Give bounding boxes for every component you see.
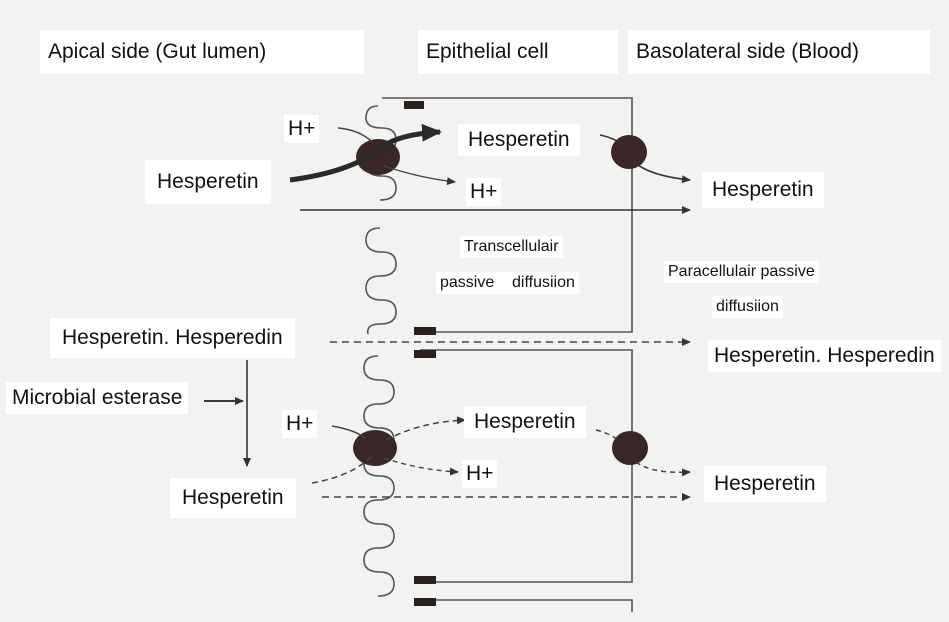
apical-transporter-bottom [353,430,397,466]
h-plus-entry-arrow-top [338,128,372,142]
label-hesperetin-hesperedin-blood: Hesperetin. Hesperedin [708,340,941,372]
label-hesperetin-cell-bottom: Hesperetin [464,406,586,438]
header-basolateral-side: Basolateral side (Blood) [628,30,930,74]
label-microbial-esterase: Microbial esterase [6,382,188,414]
tight-junction-1 [404,101,424,109]
label-hesperetin-hesperedin-lumen: Hesperetin. Hesperedin [50,318,295,358]
label-h-plus-top-inner: H+ [466,178,501,206]
label-h-plus-bottom-left: H+ [282,410,317,438]
tight-junction-4 [414,576,436,584]
label-hesperetin-lumen-bottom: Hesperetin [170,478,296,518]
label-hesperetin-cell-top: Hesperetin [458,124,580,156]
h-plus-release-arrow-bottom [384,458,458,472]
label-paracellular-line1: Paracellulair passive [664,261,819,283]
tight-junction-5 [414,598,436,606]
label-transcellular-line1: Transcellulair [460,236,563,258]
label-hesperetin-blood-top: Hesperetin [702,172,824,208]
label-transcellular-line2: passive diffusiion [436,272,579,294]
lower-cell-outline [420,350,632,582]
header-apical-side: Apical side (Gut lumen) [40,30,364,74]
label-hesperetin-lumen-top: Hesperetin [145,160,271,204]
tight-junction-2 [414,327,436,335]
label-hesperetin-blood-bottom: Hesperetin [704,466,826,502]
label-paracellular-line2: diffusiion [712,296,783,318]
label-h-plus-top-left: H+ [284,115,319,143]
next-cell-outline [420,600,632,612]
header-epithelial-cell: Epithelial cell [418,30,618,74]
tight-junction-3 [414,350,436,358]
label-h-plus-bottom-inner: H+ [462,460,497,488]
basolateral-transporter-bottom [612,431,648,465]
